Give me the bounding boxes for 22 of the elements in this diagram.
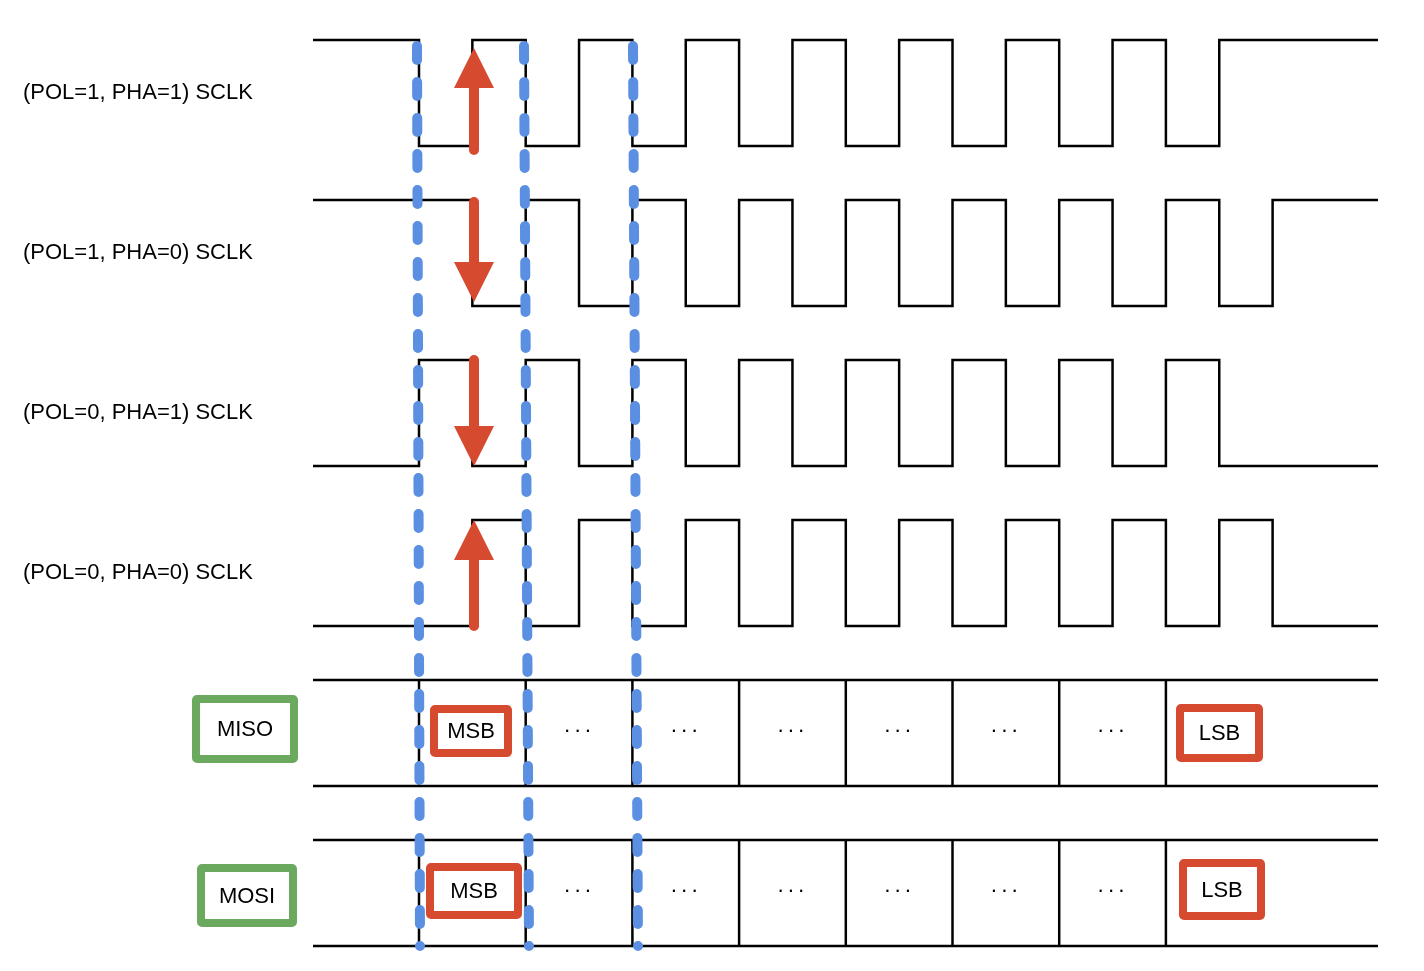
ellipsis: ··· [883, 717, 915, 743]
ellipsis: ··· [776, 877, 808, 903]
ellipsis: ··· [1097, 717, 1129, 743]
ellipsis: ··· [563, 877, 595, 903]
ellipsis: ··· [990, 877, 1022, 903]
signal-box: LSB [1179, 859, 1265, 920]
ellipsis: ··· [883, 877, 915, 903]
ellipsis: ··· [670, 877, 702, 903]
signal-label: (POL=1, PHA=1) SCLK [23, 79, 253, 105]
ellipsis: ··· [670, 717, 702, 743]
ellipsis: ··· [776, 717, 808, 743]
signal-box: MSB [430, 705, 512, 757]
ellipsis: ··· [990, 717, 1022, 743]
signal-label: (POL=0, PHA=1) SCLK [23, 399, 253, 425]
signal-box: MSB [426, 863, 522, 919]
signal-box: MOSI [197, 864, 297, 927]
signal-label: (POL=1, PHA=0) SCLK [23, 239, 253, 265]
signal-box: LSB [1176, 704, 1263, 762]
signal-box: MISO [192, 695, 298, 763]
signal-label: (POL=0, PHA=0) SCLK [23, 559, 253, 585]
ellipsis: ··· [1097, 877, 1129, 903]
ellipsis: ··· [563, 717, 595, 743]
